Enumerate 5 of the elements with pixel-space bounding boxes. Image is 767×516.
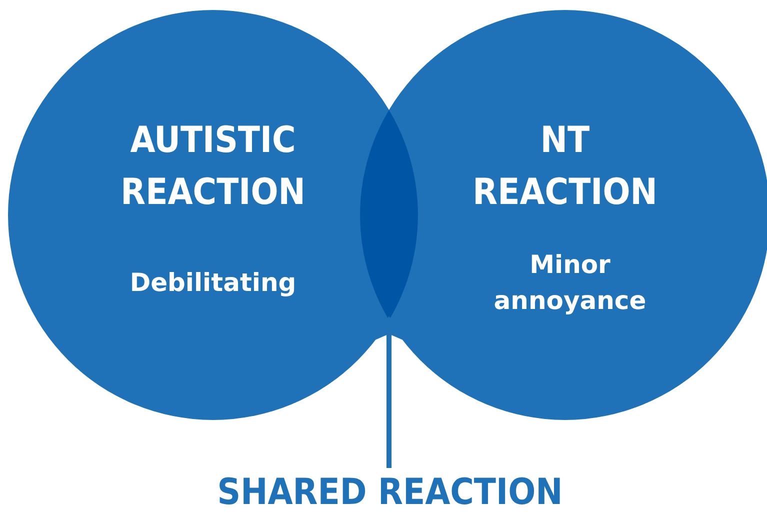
heading-text: AUTISTIC REACTION <box>120 119 306 215</box>
body-text: Minor annoyance <box>492 249 648 317</box>
arrow <box>375 316 403 468</box>
heading-text: NT REACTION <box>472 119 658 215</box>
body-text: Debilitating <box>128 267 298 299</box>
